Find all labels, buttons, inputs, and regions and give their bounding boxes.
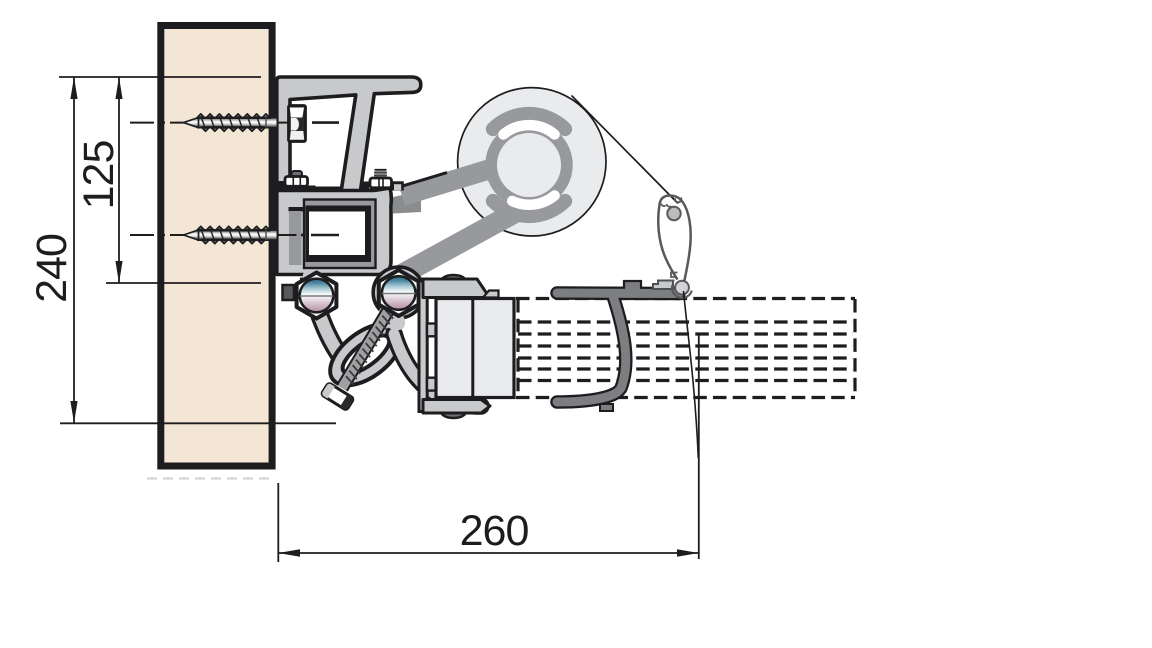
svg-text:125: 125 [75,141,123,210]
svg-text:260: 260 [460,507,529,555]
svg-text:240: 240 [28,234,76,303]
